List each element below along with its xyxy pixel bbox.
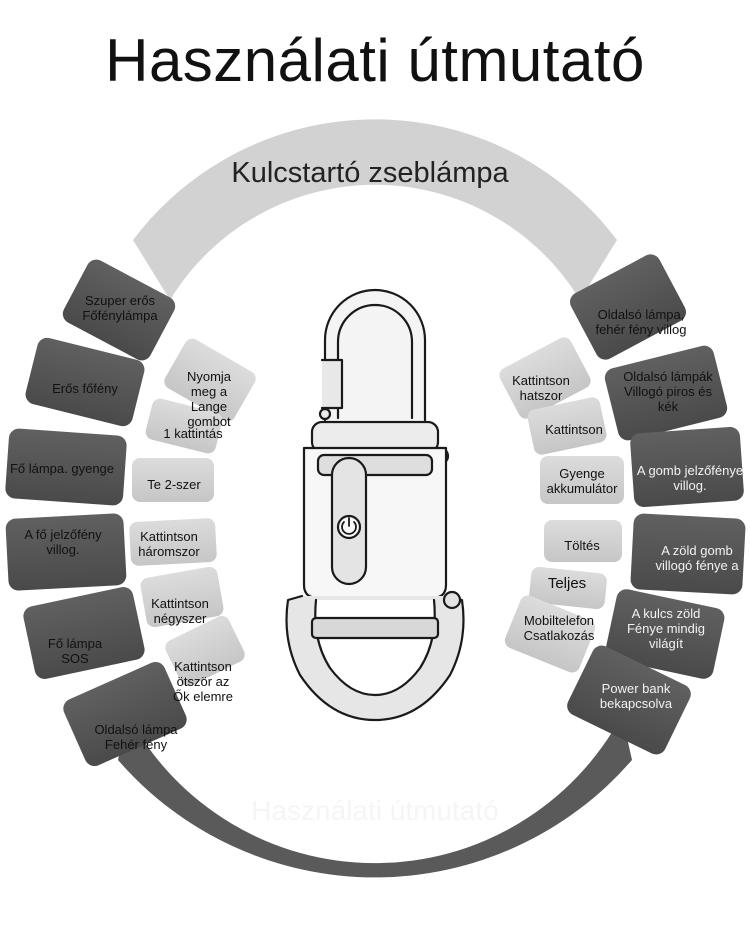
right-inner-label: Teljes [547, 575, 587, 592]
left-outer-tile [25, 337, 145, 427]
left-outer-label: Szuper erős Főfénylámpa [82, 293, 158, 323]
page-title: Használati útmutató [105, 27, 645, 94]
left-outer-tile [5, 513, 127, 591]
right-outer-tile [630, 426, 744, 508]
right-outer-tile [630, 513, 746, 595]
left-inner-label: 1 kattintás [163, 426, 223, 441]
right-inner-tile [527, 397, 607, 455]
left-outer-tile [63, 661, 187, 767]
right-outer-tile [604, 345, 728, 441]
left-outer-label: Oldalsó lámpa Fehér fény [94, 722, 178, 752]
left-inner-tile [165, 615, 245, 687]
right-outer-tiles [567, 254, 746, 755]
left-outer-tiles [5, 259, 187, 767]
right-inner-label: Gyenge akkumulátor [546, 466, 618, 496]
left-outer-tile [5, 428, 127, 506]
right-inner-label: Töltés [564, 538, 600, 553]
left-inner-label: Kattintson négyszer [151, 596, 209, 626]
right-outer-label: Power bank bekapcsolva [599, 681, 673, 711]
right-inner-label: Kattintson [545, 422, 603, 437]
left-outer-label: Fő lámpa SOS [47, 636, 103, 666]
left-outer-tile [23, 587, 145, 679]
right-inner-tile [544, 520, 622, 562]
left-inner-tile [132, 458, 214, 502]
right-outer-tile [570, 254, 686, 360]
right-outer-tile [567, 645, 691, 755]
right-inner-tiles [499, 337, 624, 673]
right-inner-label: Mobiltelefon Csatlakozás [523, 613, 595, 643]
left-inner-tiles [129, 338, 256, 687]
right-outer-label: Oldalsó lámpa, fehér fény villog [595, 307, 687, 337]
right-inner-tile [540, 456, 624, 504]
right-outer-tile [605, 589, 725, 679]
left-outer-label: Fő lámpa. gyenge [9, 461, 115, 476]
left-inner-tile [164, 338, 256, 422]
right-outer-label: A gomb jelzőfénye villog. [636, 463, 744, 493]
left-inner-tile [145, 398, 223, 454]
right-outer-label: A kulcs zöld Fénye mindig világít [626, 606, 706, 651]
top-arc-label: Kulcstartó zseblámpa [231, 157, 509, 189]
left-outer-label: A fő jelzőfény villog. [24, 527, 102, 557]
left-inner-label: Nyomja meg a Lange gombot [186, 369, 232, 429]
left-inner-label: Kattintson háromszor [138, 529, 200, 559]
left-outer-label: Erős főfény [52, 381, 118, 396]
right-inner-label: Kattintson hatszor [512, 373, 570, 403]
top-arc [133, 119, 617, 301]
left-inner-tile [129, 518, 217, 566]
right-outer-label: A zöld gomb villogó fénye a [655, 543, 739, 573]
left-inner-label: Te 2-szer [147, 477, 201, 492]
left-inner-tile [140, 566, 224, 628]
right-inner-tile [529, 566, 607, 610]
carabiner-flashlight-icon [285, 288, 465, 722]
bottom-arc-label: Használati útmutató [251, 795, 499, 826]
bottom-arc [118, 715, 632, 878]
left-outer-tile [62, 259, 176, 361]
left-inner-label: Kattintson ötször az Ők elemre [173, 659, 233, 704]
right-outer-label: Oldalsó lámpák Villogó piros és kék [623, 369, 713, 414]
right-inner-tile [504, 595, 596, 673]
right-inner-tile [499, 337, 591, 419]
